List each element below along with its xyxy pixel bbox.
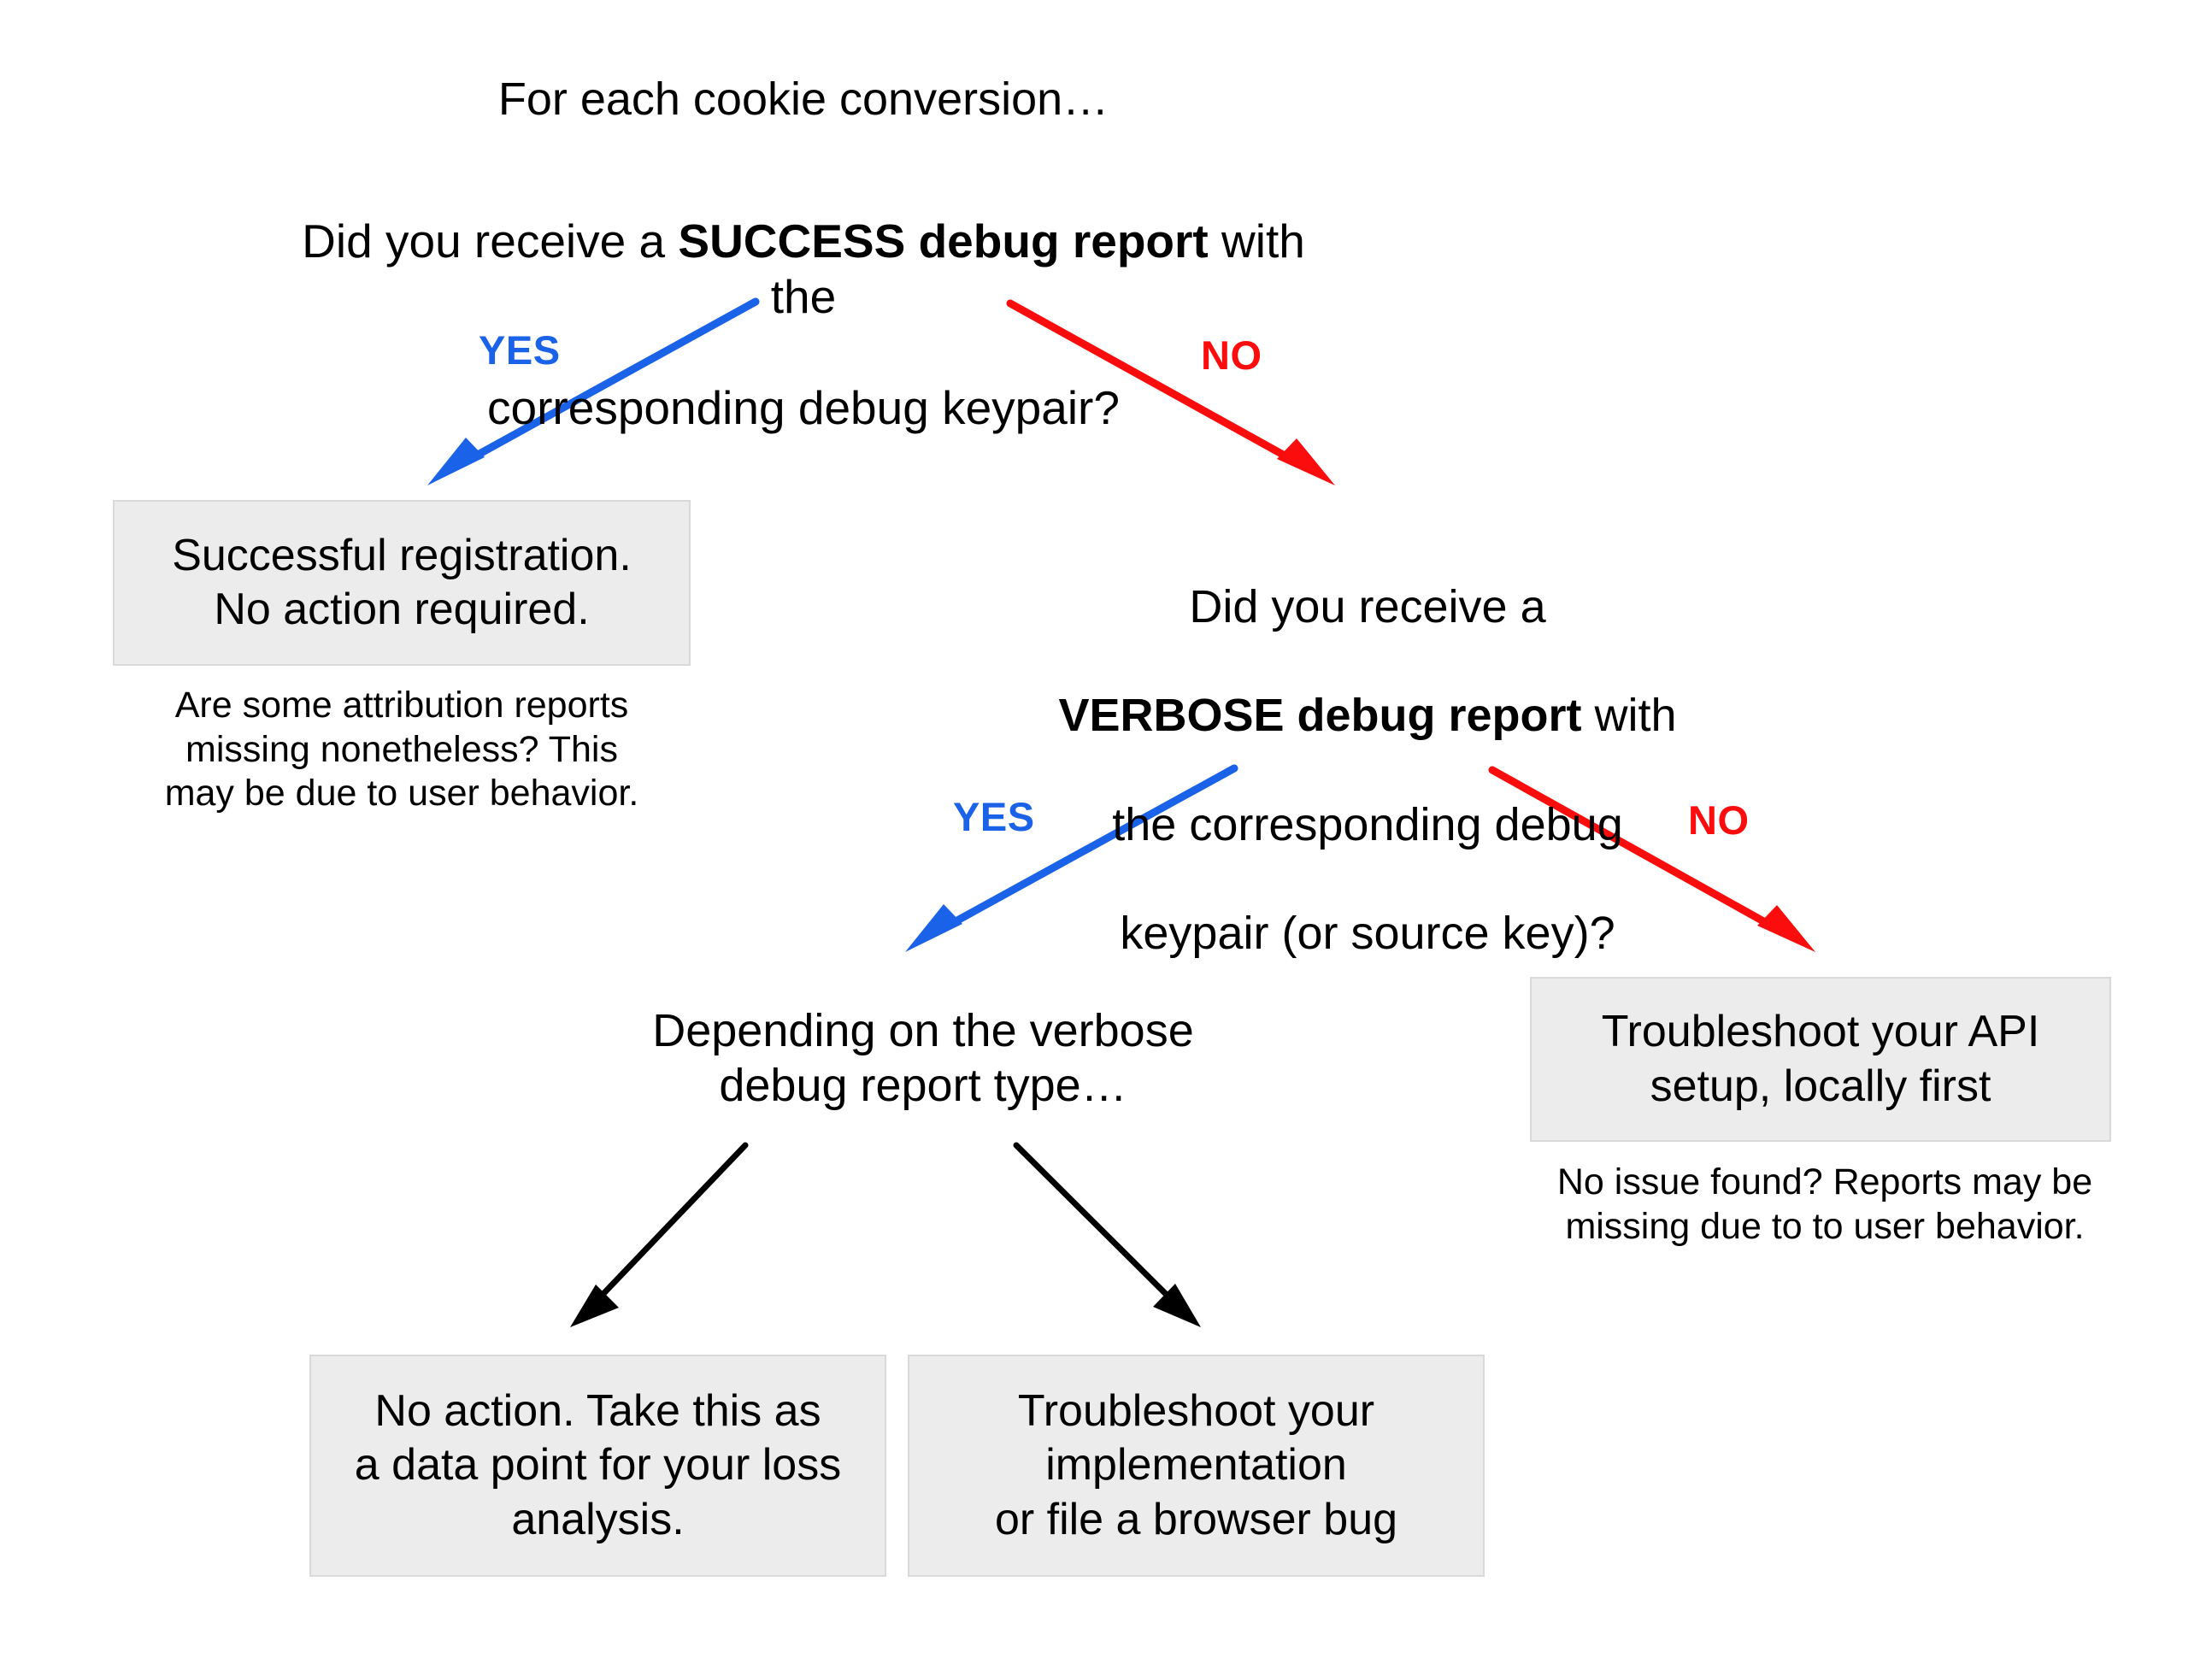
outcome-box-successful-registration[interactable]: Successful registration. No action requi… bbox=[113, 500, 691, 666]
edge-label-q1-yes: YES bbox=[479, 327, 561, 373]
outcome-box-no-action-loss-analysis[interactable]: No action. Take this as a data point for… bbox=[309, 1355, 886, 1577]
note-no-issue-found: No issue found? Reports may be missing d… bbox=[1556, 1161, 2093, 1247]
question-1-line-2: corresponding debug keypair? bbox=[487, 380, 1120, 434]
edge-label-q2-yes: YES bbox=[953, 794, 1035, 839]
arrow-branch-left bbox=[570, 1142, 749, 1327]
arrow-branch-right bbox=[1013, 1142, 1201, 1327]
note-attribution-reports-missing: Are some attribution reports missing non… bbox=[164, 685, 639, 814]
question-2-text-b: with bbox=[1581, 690, 1677, 742]
outcome-box-troubleshoot-implementation[interactable]: Troubleshoot your implementation or file… bbox=[908, 1355, 1485, 1577]
question-2-line-4: keypair (or source key)? bbox=[1120, 908, 1615, 960]
question-2-line-3: the corresponding debug bbox=[1112, 798, 1623, 850]
edge-label-q1-no: NO bbox=[1201, 332, 1262, 378]
question-1-emphasis: SUCCESS debug report bbox=[678, 214, 1209, 268]
question-1-line-1: Did you receive a SUCCESS debug report w… bbox=[282, 214, 1325, 325]
verbose-branch-caption: Depending on the verbose debug report ty… bbox=[652, 1005, 1194, 1111]
question-2-emphasis: VERBOSE debug report bbox=[1058, 690, 1582, 742]
question-2: Did you receive a VERBOSE debug report w… bbox=[1009, 526, 1727, 1015]
edge-label-q2-no: NO bbox=[1688, 797, 1750, 843]
question-1-text-a: Did you receive a bbox=[302, 214, 679, 268]
root-caption: For each cookie conversion… bbox=[497, 73, 1109, 125]
question-1: Did you receive a SUCCESS debug report w… bbox=[282, 158, 1325, 491]
question-2-line-2: VERBOSE debug report with bbox=[1009, 689, 1727, 744]
question-2-line-1: Did you receive a bbox=[1189, 580, 1546, 632]
outcome-box-troubleshoot-api[interactable]: Troubleshoot your API setup, locally fir… bbox=[1530, 977, 2111, 1142]
question-1-text-b: with the bbox=[770, 214, 1305, 323]
